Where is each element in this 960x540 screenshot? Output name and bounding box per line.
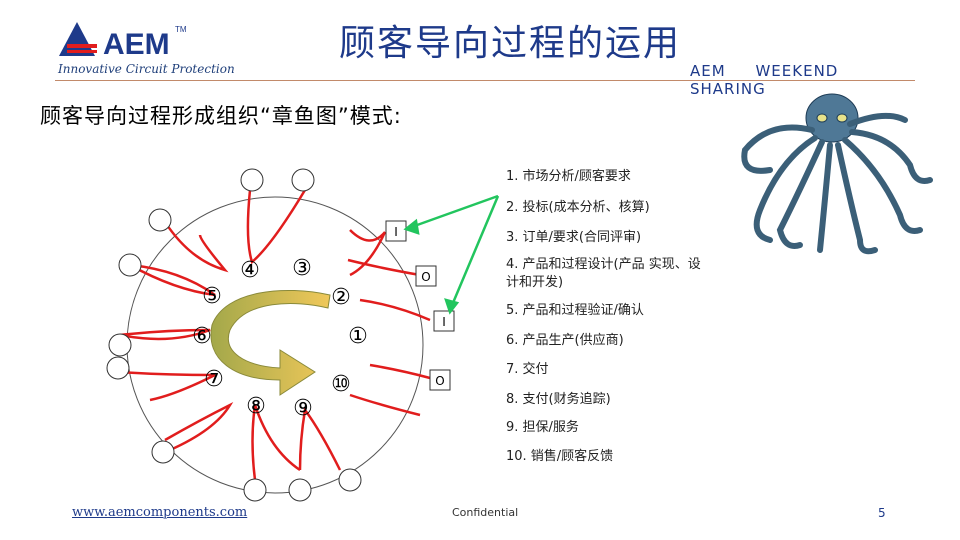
header-divider: [55, 80, 915, 81]
step-number: ②: [331, 285, 351, 310]
step-number: ⑨: [293, 396, 313, 421]
tentacle-end-circles: [106, 168, 362, 502]
step-number: ④: [240, 258, 260, 283]
step-number: ⑧: [246, 394, 266, 419]
banner: AEM WEEKEND SHARING: [690, 62, 960, 98]
io-label: O: [435, 374, 444, 388]
list-item: 4. 产品和过程设计(产品 实现、设: [506, 257, 701, 272]
tentacle-loops: [119, 189, 431, 481]
step-number: ⑤: [202, 284, 222, 309]
list-item: 10. 销售/顾客反馈: [506, 449, 614, 464]
list-item: 5. 产品和过程验证/确认: [506, 303, 644, 318]
octopus-illustration: [741, 93, 933, 255]
list-item: 1. 市场分析/顾客要求: [506, 169, 631, 184]
list-item: 8. 支付(财务追踪): [506, 392, 611, 407]
footer-link[interactable]: www.aemcomponents.com: [72, 505, 248, 520]
curved-arrow-icon: [210, 290, 331, 396]
io-label: I: [394, 225, 398, 239]
page-title: 顾客导向过程的运用: [338, 23, 681, 64]
logo-text: AEM: [103, 28, 170, 61]
list-item: 计和开发): [506, 275, 564, 290]
list-item: 9. 担保/服务: [506, 420, 579, 435]
tagline: Innovative Circuit Protection: [58, 62, 235, 76]
green-pointer-arrows: [403, 194, 500, 315]
svg-text:TM: TM: [175, 25, 187, 34]
page-number: 5: [878, 506, 886, 520]
step-number: ①: [348, 324, 368, 349]
step-number: ⑩: [331, 372, 351, 397]
banner-word-aem: AEM: [690, 62, 726, 80]
banner-word-sharing: SHARING: [690, 80, 766, 98]
aem-logo: AEM TM: [55, 18, 205, 62]
list-item: 3. 订单/要求(合同评审): [506, 230, 642, 245]
io-label: O: [421, 270, 430, 284]
step-number-labels: ④ ③ ⑤ ② ⑥ ① ⑦ ⑩ ⑧ ⑨: [192, 256, 368, 421]
banner-word-weekend: WEEKEND: [755, 62, 839, 80]
step-number: ③: [292, 256, 312, 281]
list-item: 7. 交付: [506, 362, 549, 377]
section-heading: 顾客导向过程形成组织“章鱼图”模式:: [40, 104, 402, 128]
step-number: ⑥: [192, 324, 212, 349]
confidential-label: Confidential: [452, 506, 519, 519]
list-item: 6. 产品生产(供应商): [506, 333, 624, 348]
io-label: I: [442, 315, 446, 329]
step-number: ⑦: [204, 367, 224, 392]
list-item: 2. 投标(成本分析、核算): [506, 200, 650, 215]
